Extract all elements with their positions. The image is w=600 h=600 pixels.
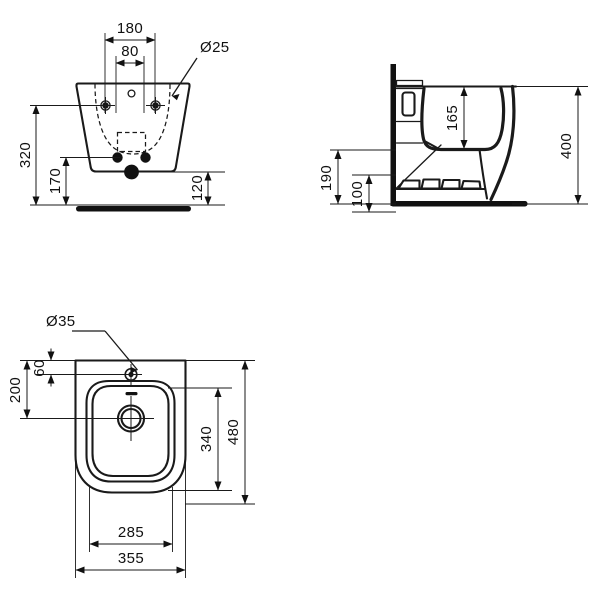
side-base-steps [395,178,487,191]
dimension-plan-60: 60 [31,348,55,387]
front-elevation-view: 180 80 Ø25 [17,20,230,212]
dimension-front-120: 120 [189,171,212,206]
dimension-side-400: 400 [512,86,588,205]
dimension-label-80: 80 [121,43,139,60]
dimension-front-320: 320 [17,105,40,206]
plan-waste-outlet [108,396,154,441]
dimension-label-60: 60 [31,359,48,377]
dimension-label-120: 120 [189,175,206,201]
dimension-label-285: 285 [118,524,144,541]
side-bowl-outer-profile [489,84,516,202]
side-floor-bar [390,201,528,207]
side-mounting-plate [395,79,424,87]
dimension-label-400: 400 [558,133,575,159]
dimension-plan-355: 355 [75,550,186,574]
plan-top-view: Ø35 60 200 340 480 [7,313,255,578]
plan-overflow-slot [125,392,138,396]
dimension-label-170: 170 [47,168,64,194]
dimension-label-165: 165 [444,105,461,131]
dimension-label-200: 200 [7,377,24,403]
plan-body-outline [74,359,187,494]
dimension-label-100: 100 [349,181,366,207]
dimension-label-190: 190 [318,165,335,191]
front-floor-bar [76,206,191,212]
side-wall [390,64,396,206]
dimension-plan-285: 285 [89,524,173,548]
dimension-plan-340: 340 [198,388,222,491]
dimension-label-355: 355 [118,550,144,567]
dimension-label-320: 320 [17,142,34,168]
dimension-front-170: 170 [47,157,70,206]
front-trap-hidden-rect [116,131,147,153]
dimension-label-340: 340 [198,426,215,452]
plan-bowl-rim-inner [91,384,170,478]
annotation-front-d25: Ø25 [171,39,230,101]
side-section-view: 165 400 190 100 [318,64,588,213]
dimension-side-165: 165 [444,86,470,150]
front-body-outline [75,82,191,173]
side-bracket-box [401,91,416,117]
dimension-label-180: 180 [117,20,143,37]
side-pedestal-leg [478,148,489,200]
dimension-side-190: 190 [318,149,396,205]
front-tap-hole-right [146,97,165,114]
annotation-plan-d35: Ø35 [46,313,138,374]
dimension-plan-200: 200 [7,360,31,419]
dimension-front-80: 80 [115,43,145,67]
dimension-label-480: 480 [225,419,242,445]
annotation-label-d35: Ø35 [46,313,76,330]
front-overflow-hole [127,89,136,98]
annotation-label-d25: Ø25 [200,39,230,56]
side-bowl-inner-profile [420,86,506,152]
front-bowl-hidden-arc [94,83,171,155]
dimension-plan-480: 480 [225,360,249,504]
dimension-side-100: 100 [349,174,396,213]
plan-bowl-outline [85,379,176,483]
side-bowl-underside [423,139,486,152]
front-fixing-bolt-right [140,152,151,163]
front-waste-outlet [124,164,139,180]
dimension-front-180: 180 [104,20,156,44]
